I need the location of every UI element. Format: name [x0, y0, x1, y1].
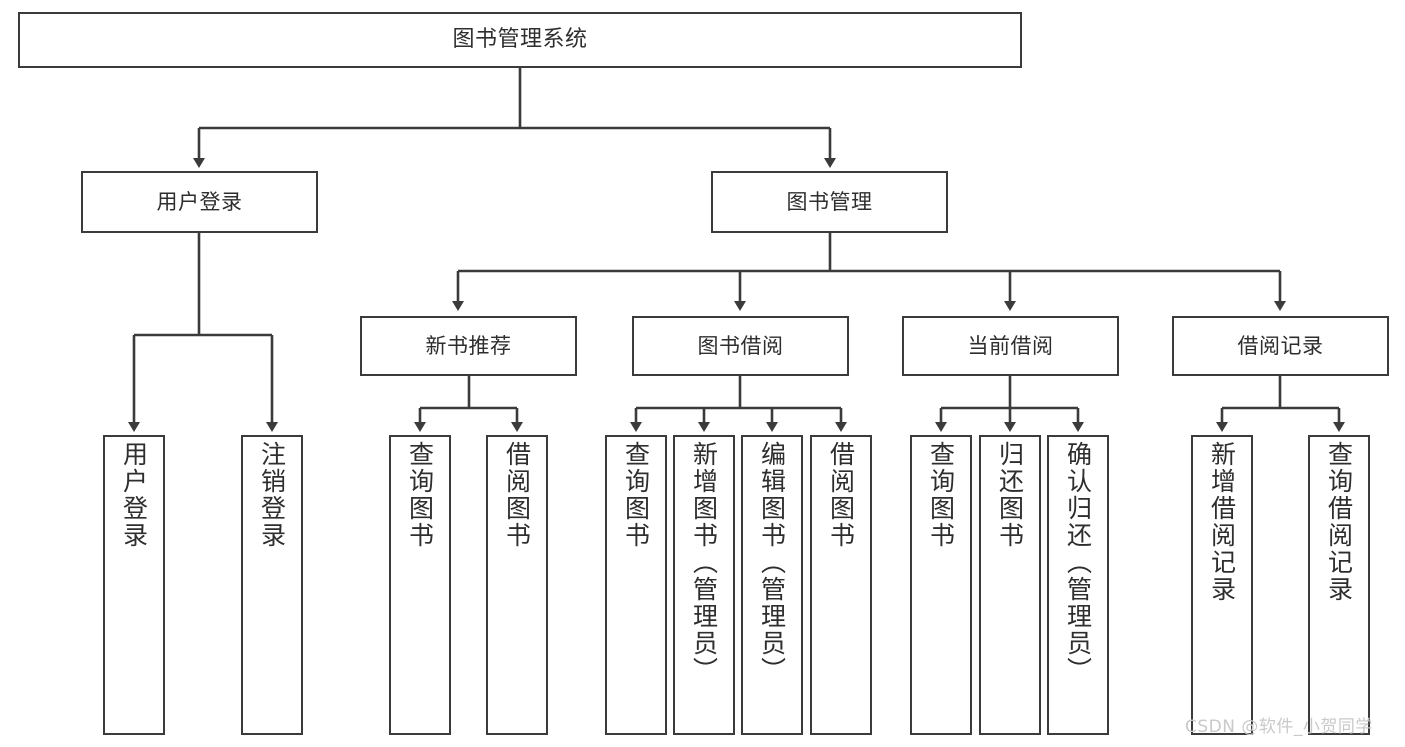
node-root[interactable]: 图书管理系统: [18, 12, 1022, 68]
node-new-book-recommend[interactable]: 新书推荐: [360, 316, 577, 376]
node-leaf-logout-login-label: 注销登录: [257, 441, 287, 549]
node-borrow-record[interactable]: 借阅记录: [1172, 316, 1389, 376]
node-book-borrow-label: 图书借阅: [697, 333, 784, 358]
node-leaf-query-book-2[interactable]: 查询图书: [605, 435, 667, 735]
node-root-label: 图书管理系统: [452, 27, 588, 52]
node-leaf-user-login-label: 用户登录: [119, 441, 149, 549]
node-leaf-query-book-1-label: 查询图书: [405, 441, 435, 549]
node-leaf-add-record-label: 新增借阅记录: [1207, 441, 1237, 603]
node-book-manage-label: 图书管理: [786, 189, 873, 214]
node-leaf-query-record[interactable]: 查询借阅记录: [1308, 435, 1370, 735]
node-new-book-recommend-label: 新书推荐: [425, 333, 512, 358]
node-leaf-query-book-2-label: 查询图书: [621, 441, 651, 549]
node-leaf-borrow-book-1-label: 借阅图书: [502, 441, 532, 549]
node-leaf-user-login[interactable]: 用户登录: [103, 435, 165, 735]
node-leaf-add-book[interactable]: 新增图书（管理员）: [673, 435, 735, 735]
node-borrow-record-label: 借阅记录: [1237, 333, 1324, 358]
node-leaf-confirm-return[interactable]: 确认归还（管理员）: [1047, 435, 1109, 735]
node-book-manage[interactable]: 图书管理: [711, 171, 948, 233]
node-leaf-borrow-book-1[interactable]: 借阅图书: [486, 435, 548, 735]
node-leaf-add-book-label: 新增图书（管理员）: [689, 441, 719, 684]
node-leaf-query-record-label: 查询借阅记录: [1324, 441, 1354, 603]
node-current-borrow-label: 当前借阅: [967, 333, 1054, 358]
node-leaf-borrow-book-2[interactable]: 借阅图书: [810, 435, 872, 735]
node-leaf-return-book[interactable]: 归还图书: [979, 435, 1041, 735]
node-user-login[interactable]: 用户登录: [81, 171, 318, 233]
node-leaf-add-record[interactable]: 新增借阅记录: [1191, 435, 1253, 735]
node-book-borrow[interactable]: 图书借阅: [632, 316, 849, 376]
node-leaf-logout-login[interactable]: 注销登录: [241, 435, 303, 735]
node-leaf-confirm-return-label: 确认归还（管理员）: [1063, 441, 1093, 684]
node-leaf-borrow-book-2-label: 借阅图书: [826, 441, 856, 549]
node-leaf-query-book-3-label: 查询图书: [926, 441, 956, 549]
node-leaf-query-book-3[interactable]: 查询图书: [910, 435, 972, 735]
node-leaf-edit-book[interactable]: 编辑图书（管理员）: [741, 435, 803, 735]
node-leaf-edit-book-label: 编辑图书（管理员）: [757, 441, 787, 684]
node-leaf-query-book-1[interactable]: 查询图书: [389, 435, 451, 735]
node-current-borrow[interactable]: 当前借阅: [902, 316, 1119, 376]
node-leaf-return-book-label: 归还图书: [995, 441, 1025, 549]
node-user-login-label: 用户登录: [156, 189, 243, 214]
